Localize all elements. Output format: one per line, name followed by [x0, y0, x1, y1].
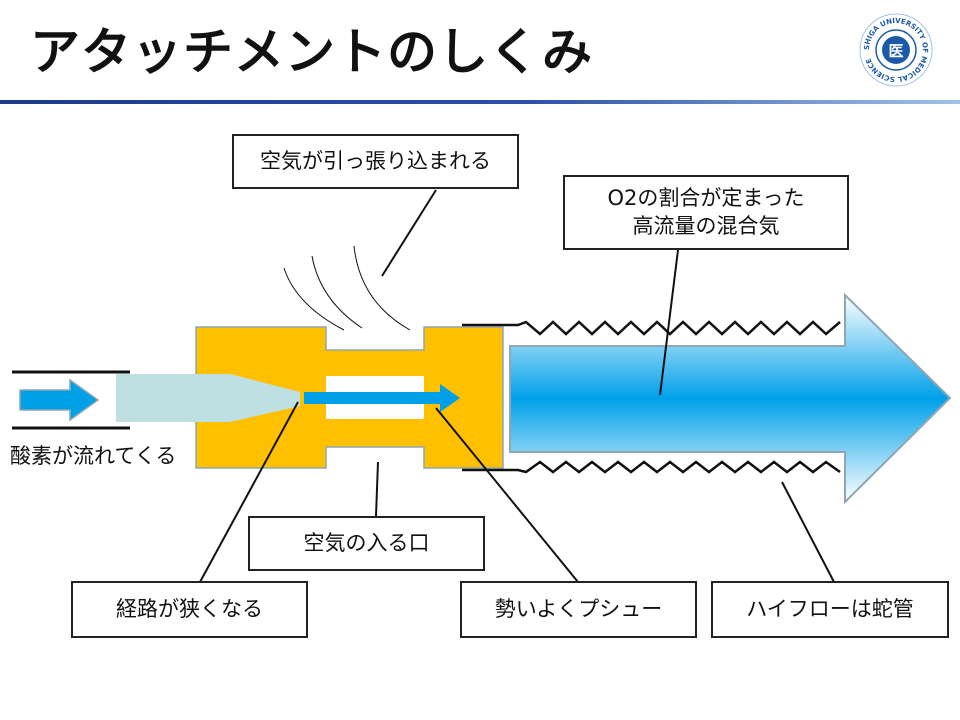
university-logo: 医 SHIGA UNIVERSITY OF MEDICAL SCIENCE — [859, 13, 933, 87]
airflow-curve — [353, 245, 411, 331]
leader-mixed-gas — [659, 249, 679, 396]
hose-top — [462, 320, 841, 336]
jet-arrow — [304, 384, 460, 412]
leader-air-drawn — [381, 189, 437, 277]
label-mixed-gas-line2: 高流量の混合気 — [632, 213, 780, 238]
logo-mark: 医 — [888, 42, 903, 60]
title-divider — [0, 100, 960, 104]
page-title: アタッチメントのしくみ — [30, 23, 593, 81]
label-push: 勢いよくプシュー — [460, 581, 697, 638]
airflow-curve — [311, 255, 363, 329]
label-mixed-gas-line1: O2の割合が定まった — [607, 186, 805, 211]
oxygen-inflow-arrow — [19, 378, 100, 422]
label-narrow-path: 経路が狭くなる — [71, 581, 308, 638]
leader-hose — [781, 481, 835, 583]
leader-air-inlet — [375, 461, 379, 517]
high-flow-arrow — [509, 292, 952, 505]
label-hose: ハイフローは蛇管 — [711, 581, 949, 638]
label-oxygen-in: 酸素が流れてくる — [10, 444, 177, 468]
hose-bottom — [462, 460, 841, 474]
airflow-curve — [283, 267, 345, 331]
leader-push — [435, 407, 579, 583]
label-air-inlet: 空気の入る口 — [248, 516, 485, 571]
nozzle — [116, 374, 300, 422]
label-air-drawn: 空気が引っ張り込まれる — [232, 134, 519, 189]
label-mixed-gas: O2の割合が定まった 高流量の混合気 — [563, 175, 849, 250]
leader-narrow — [199, 401, 299, 583]
